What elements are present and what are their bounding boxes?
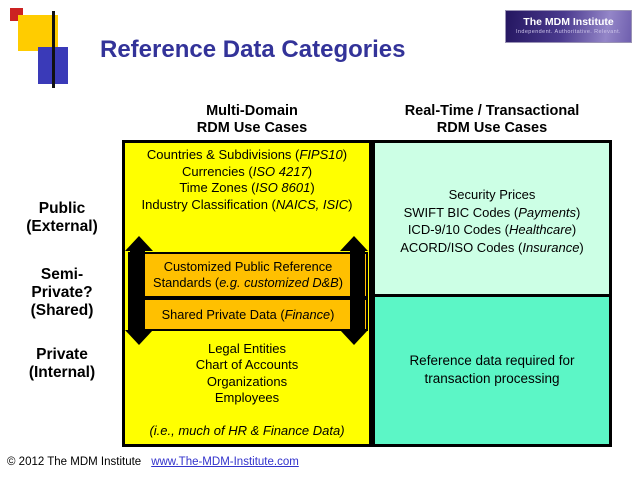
logo-vertical-line-icon <box>52 11 55 88</box>
list-item: Organizations <box>206 373 288 389</box>
arrow-shaft <box>130 249 145 333</box>
transactional-codes-list: Security Prices SWIFT BIC Codes (Payment… <box>374 186 610 256</box>
shared-private-data-box: Shared Private Data (Finance) <box>128 298 368 331</box>
list-item: Time Zones (ISO 8601) <box>179 180 315 195</box>
private-note: (i.e., much of HR & Finance Data) <box>149 423 345 438</box>
list-item: Chart of Accounts <box>195 357 299 373</box>
label-line: Semi- <box>40 266 84 283</box>
label-line: Private? <box>31 284 93 301</box>
list-item: Industry Classification (NAICS, ISIC) <box>141 196 353 212</box>
private-reference-list: Legal Entities Chart of Accounts Organiz… <box>126 341 368 406</box>
brand-name: The MDM Institute <box>523 16 614 28</box>
header-line: Real-Time / Transactional <box>404 103 580 119</box>
page-title: Reference Data Categories <box>100 36 406 63</box>
down-arrow-icon <box>340 330 368 345</box>
mdm-institute-logo: The MDM Institute Independent. Authorita… <box>505 10 632 43</box>
label-line: Public <box>38 200 86 217</box>
header-line: RDM Use Cases <box>196 119 308 136</box>
arrow-shaft <box>350 249 365 333</box>
logo-yellow-square-icon <box>18 15 58 51</box>
website-link[interactable]: www.The-MDM-Institute.com <box>151 456 299 468</box>
up-arrow-icon <box>125 236 153 251</box>
up-arrow-icon <box>340 236 368 251</box>
column-header-multi-domain: Multi-Domain RDM Use Cases <box>132 103 372 136</box>
list-item: Currencies (ISO 4217) <box>181 163 313 179</box>
label-line: (Shared) <box>30 302 94 319</box>
copyright-text: © 2012 The MDM Institute <box>7 456 142 468</box>
list-item: Legal Entities <box>207 341 287 356</box>
transaction-processing-text: Reference data required for transaction … <box>409 353 575 386</box>
public-reference-list: Countries & Subdivisions (FIPS10) Curren… <box>126 147 368 213</box>
list-item: ACORD/ISO Codes (Insurance) <box>400 239 584 255</box>
down-arrow-icon <box>125 330 153 345</box>
label-line: Private <box>36 346 88 363</box>
list-item: Employees <box>214 389 280 405</box>
transactional-bottom-box <box>372 294 612 447</box>
header-line: RDM Use Cases <box>436 119 548 136</box>
footer: © 2012 The MDM Institute www.The-MDM-Inst… <box>7 456 299 468</box>
row-label-semi-private: Semi- Private? (Shared) <box>8 266 116 320</box>
list-item: Security Prices <box>448 187 536 202</box>
list-item: SWIFT BIC Codes (Payments) <box>403 204 581 220</box>
list-item: Countries & Subdivisions (FIPS10) <box>146 147 348 162</box>
row-label-public: Public (External) <box>8 200 116 236</box>
label-line: (Internal) <box>28 364 96 381</box>
box-text: Customized Public Reference Standards (e… <box>153 259 343 290</box>
customized-public-reference-box: Customized Public Reference Standards (e… <box>128 252 368 298</box>
list-item: ICD-9/10 Codes (Healthcare) <box>407 222 577 237</box>
column-header-transactional: Real-Time / Transactional RDM Use Cases <box>372 103 612 136</box>
label-line: (External) <box>26 218 98 235</box>
transactional-top-box <box>372 140 612 297</box>
box-text: Shared Private Data (Finance) <box>161 306 335 322</box>
header-line: Multi-Domain <box>206 103 298 119</box>
row-label-private: Private (Internal) <box>8 346 116 382</box>
brand-tagline: Independent. Authoritative. Relevant. <box>515 29 621 35</box>
